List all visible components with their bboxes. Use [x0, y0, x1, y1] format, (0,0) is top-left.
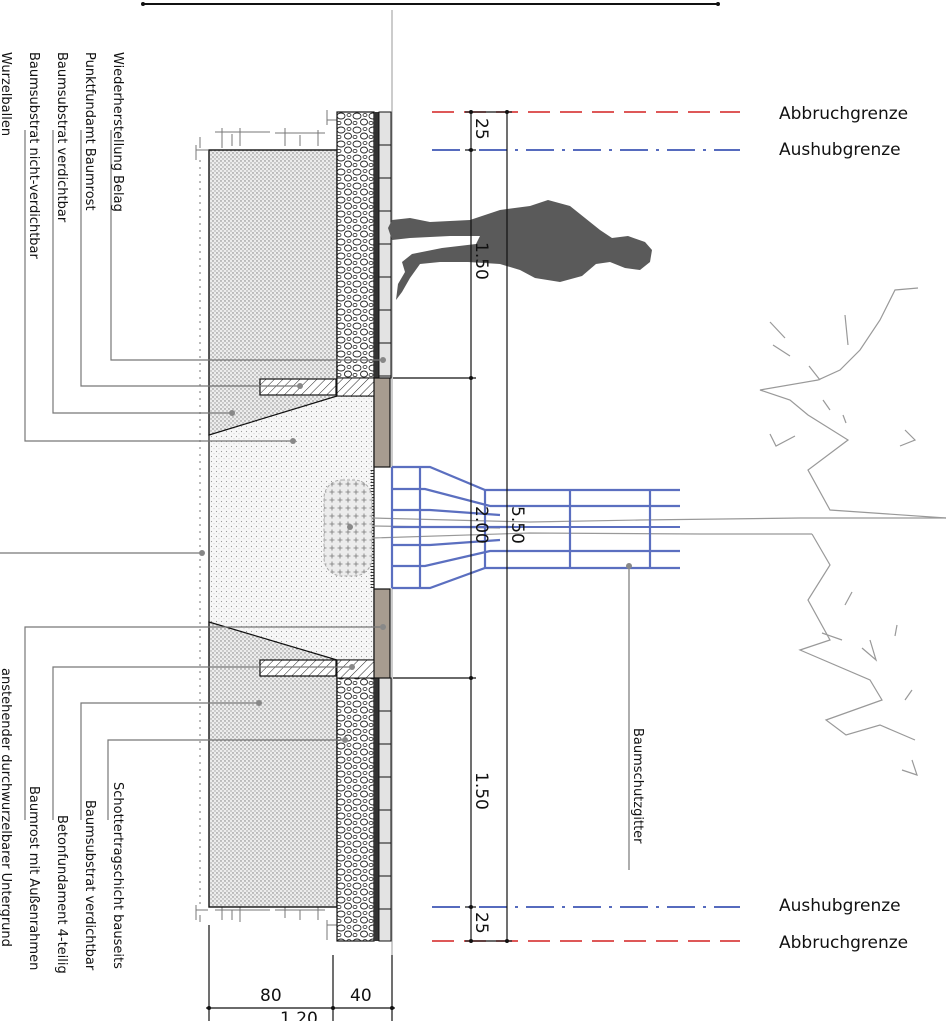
label-abbruchgrenze-bottom: Abbruchgrenze — [779, 933, 908, 953]
label-schottertragschicht: Schottertragschicht bauseits — [110, 782, 125, 969]
upper-gravel-layer — [336, 111, 375, 379]
dim-total-550: 5.50 — [507, 506, 527, 544]
leader-dots-upper — [229, 357, 386, 444]
scale-person-silhouette — [388, 200, 652, 300]
dim-top-25: 25 — [471, 118, 491, 140]
upper-tree-grate-frame — [373, 377, 391, 468]
upper-foundation-wedge — [336, 377, 375, 397]
dimension-ticks — [469, 110, 509, 943]
dim-bottom-25: 25 — [471, 912, 491, 934]
label-abbruchgrenze-top: Abbruchgrenze — [779, 104, 908, 124]
paving-joints — [379, 144, 391, 910]
leader-dot-tree-guard — [626, 563, 632, 569]
dim-top-150: 1.50 — [471, 242, 491, 280]
label-punktfundament-baumrost: Punktfundamt Baumrost — [82, 52, 97, 211]
label-wurzelballen: Wurzelballen — [0, 52, 13, 136]
label-baumschutzgitter: Baumschutzgitter — [630, 728, 645, 844]
lower-foundation-wedge — [336, 659, 375, 679]
label-baumsubstrat-verdichtbar-upper: Baumsubstrat verdichtbar — [54, 52, 69, 223]
leader-lines-upper — [24, 130, 383, 442]
dim-width-40: 40 — [350, 986, 372, 1006]
dim-width-80: 80 — [260, 986, 282, 1006]
label-betonfundament: Betonfundament 4-teilig — [54, 815, 69, 974]
label-baumrost-aussenrahmen: Baumrost mit Außenrahmen — [26, 786, 41, 970]
label-wiederherstellung-belag: Wiederherstellung Belag — [110, 52, 125, 212]
tree-crown-sketch — [759, 287, 947, 776]
lower-tree-grate-frame — [373, 588, 391, 679]
leader-dots-lower — [256, 624, 386, 743]
leader-dot-rootball-center — [347, 524, 353, 530]
leader-lines-lower — [24, 626, 383, 820]
tree-guard-grid — [390, 465, 680, 590]
bottom-dimension-ticks — [207, 1006, 394, 1010]
top-dimension-line — [141, 2, 720, 6]
label-baumsubstrat-verdichtbar-lower: Baumsubstrat verdichtbar — [82, 800, 97, 971]
label-aushubgrenze-bottom: Aushubgrenze — [779, 896, 901, 916]
existing-soil-outline — [195, 110, 337, 940]
dim-width-120: 1.20 — [280, 1009, 318, 1021]
lower-point-foundation — [259, 659, 337, 677]
label-baumsubstrat-nicht-verdichtbar: Baumsubstrat nicht-verdichtbar — [26, 52, 41, 260]
label-aushubgrenze-top: Aushubgrenze — [779, 140, 901, 160]
leader-dot-rootball — [199, 550, 205, 556]
upper-paving — [374, 111, 392, 379]
dim-bottom-150: 1.50 — [471, 772, 491, 810]
dim-mid-200: 2.00 — [471, 506, 491, 544]
label-anstehender-untergrund: anstehender durchwurzelbarer Untergrund — [0, 668, 13, 947]
lower-gravel-layer — [336, 677, 375, 942]
